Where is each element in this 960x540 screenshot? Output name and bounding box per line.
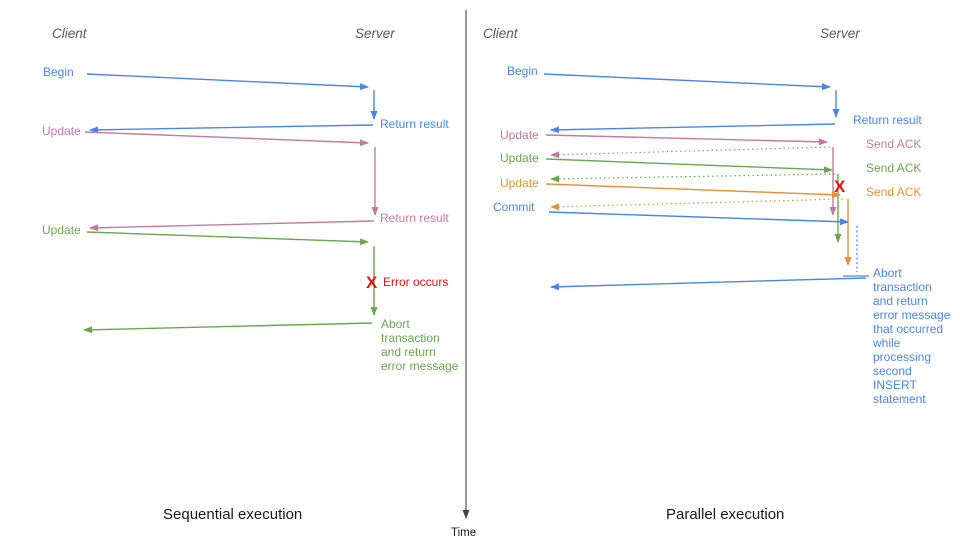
right-abort-line: error message bbox=[873, 308, 951, 322]
right-client-header: Client bbox=[483, 26, 519, 41]
left-server-header: Server bbox=[355, 26, 395, 41]
right-abort-line: transaction bbox=[873, 280, 932, 294]
right-update-3-label: Update bbox=[500, 176, 539, 190]
left-abort-line: error message bbox=[381, 359, 459, 373]
right-update-3-request-arrow bbox=[545, 183, 841, 199]
time-axis: Time bbox=[451, 10, 476, 539]
left-update-1-request-arrow bbox=[84, 131, 369, 147]
left-panel-title: Sequential execution bbox=[163, 506, 302, 523]
right-server-header: Server bbox=[820, 26, 860, 41]
right-begin-request-arrow bbox=[543, 73, 831, 91]
left-begin-request-arrow bbox=[86, 73, 369, 91]
right-panel: Client Server Begin Return result Update… bbox=[483, 26, 951, 523]
left-return-result-1-arrow bbox=[89, 124, 374, 134]
right-abort-line: Abort bbox=[873, 266, 902, 280]
right-abort-line: INSERT bbox=[873, 378, 917, 392]
left-begin-label: Begin bbox=[43, 65, 74, 79]
right-commit-request-arrow bbox=[548, 211, 849, 226]
right-abort-message: Abort transaction and return error messa… bbox=[872, 266, 951, 406]
right-send-ack-2-label: Send ACK bbox=[866, 161, 921, 175]
left-abort-line: transaction bbox=[381, 331, 440, 345]
right-begin-label: Begin bbox=[507, 64, 538, 78]
right-abort-line: that occurred bbox=[873, 322, 943, 336]
right-abort-line: and return bbox=[873, 294, 928, 308]
left-update-2-request-arrow bbox=[86, 231, 369, 246]
left-abort-line: Abort bbox=[381, 317, 410, 331]
left-abort-line: and return bbox=[381, 345, 436, 359]
right-error-x-icon: X bbox=[834, 177, 846, 196]
left-return-result-1-label: Return result bbox=[380, 117, 449, 131]
left-panel: Client Server Begin Return result Update… bbox=[42, 26, 459, 523]
left-return-result-2-arrow bbox=[89, 220, 375, 232]
right-return-result-arrow bbox=[550, 123, 836, 134]
left-return-result-2-label: Return result bbox=[380, 211, 449, 225]
right-update-1-request-arrow bbox=[545, 134, 828, 146]
right-abort-line: processing bbox=[873, 350, 931, 364]
right-update-2-request-arrow bbox=[545, 158, 833, 174]
left-abort-message: Abort transaction and return error messa… bbox=[381, 317, 459, 373]
right-ack-3-dotted-arrow bbox=[550, 198, 844, 211]
right-abort-line: while bbox=[872, 336, 901, 350]
left-update-1-label: Update bbox=[42, 124, 81, 138]
right-ack-1-dotted-arrow bbox=[550, 146, 831, 159]
left-error-x-icon: X bbox=[366, 273, 378, 292]
right-update-1-label: Update bbox=[500, 128, 539, 142]
right-abort-line: statement bbox=[873, 392, 926, 406]
right-update-2-label: Update bbox=[500, 151, 539, 165]
right-panel-title: Parallel execution bbox=[666, 506, 784, 523]
left-error-label: Error occurs bbox=[383, 275, 448, 289]
left-client-header: Client bbox=[52, 26, 88, 41]
right-return-result-label: Return result bbox=[853, 113, 922, 127]
right-ack-2-dotted-arrow bbox=[550, 173, 836, 183]
right-abort-line: second bbox=[873, 364, 912, 378]
right-abort-return-arrow bbox=[550, 277, 867, 291]
left-abort-return-arrow bbox=[83, 322, 373, 334]
right-commit-label: Commit bbox=[493, 200, 535, 214]
time-axis-label: Time bbox=[451, 527, 476, 539]
left-update-2-label: Update bbox=[42, 223, 81, 237]
right-send-ack-1-label: Send ACK bbox=[866, 137, 921, 151]
right-send-ack-3-label: Send ACK bbox=[866, 185, 921, 199]
